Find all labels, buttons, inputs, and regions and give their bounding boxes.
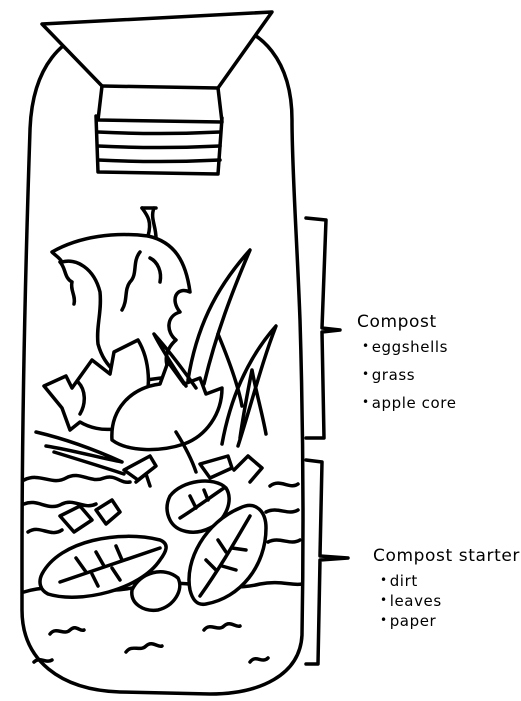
bullet-icon: • <box>362 396 370 408</box>
leaves-drawing <box>40 481 266 610</box>
compost-starter-item-label: dirt <box>390 572 418 590</box>
compost-item-eggshells: •eggshells <box>362 340 448 355</box>
bullet-icon: • <box>380 574 388 586</box>
bottle-neck-rings <box>96 116 222 174</box>
compost-heading: Compost <box>357 314 437 331</box>
eggshells-drawing <box>44 340 222 450</box>
funnel-top <box>42 12 272 122</box>
compost-item-apple-core: •apple core <box>362 396 457 411</box>
compost-starter-item-label: paper <box>390 612 437 630</box>
compost-starter-heading: Compost starter <box>373 548 520 565</box>
compost-item-label: apple core <box>372 394 457 412</box>
bullet-icon: • <box>380 614 388 626</box>
bullet-icon: • <box>362 340 370 352</box>
compost-item-grass: •grass <box>362 368 415 383</box>
compost-starter-item-leaves: •leaves <box>380 594 442 609</box>
compost-item-label: eggshells <box>372 338 448 356</box>
bullet-icon: • <box>362 368 370 380</box>
compost-starter-item-label: leaves <box>390 592 442 610</box>
bullet-icon: • <box>380 594 388 606</box>
compost-starter-item-paper: •paper <box>380 614 436 629</box>
compost-bracket <box>306 218 340 438</box>
compost-item-label: grass <box>372 366 416 384</box>
compost-starter-bracket <box>306 460 348 664</box>
compost-starter-item-dirt: •dirt <box>380 574 418 589</box>
funnel-throat <box>102 86 218 88</box>
